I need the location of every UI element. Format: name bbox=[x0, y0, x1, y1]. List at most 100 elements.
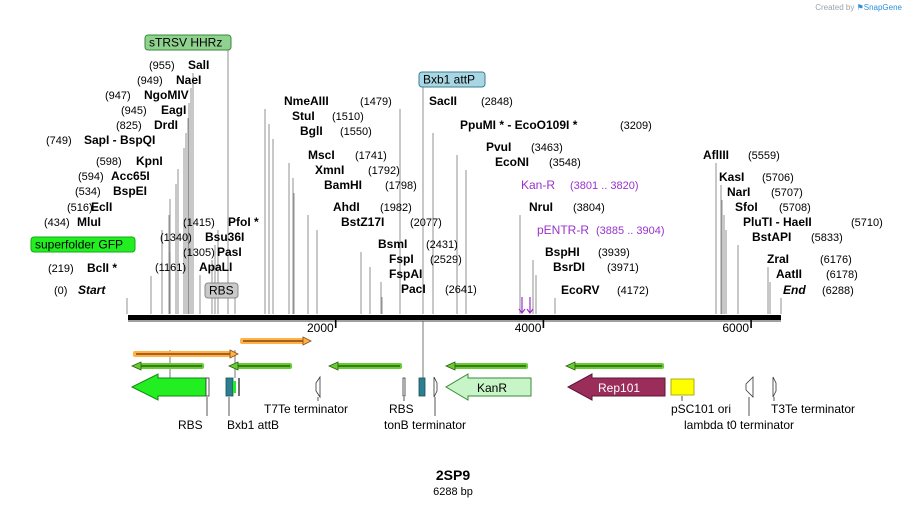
bottom-label-rbs-2: RBS bbox=[389, 402, 414, 416]
site-pos-bsu36i: (1340) bbox=[160, 232, 192, 244]
feature-t3te-terminator bbox=[772, 376, 777, 398]
site-pos-xmni: (1792) bbox=[368, 165, 400, 177]
bottom-label-bxb1-attb: Bxb1 attB bbox=[227, 418, 279, 432]
site-pos-ahdi: (1982) bbox=[380, 202, 412, 214]
backbone-line bbox=[128, 315, 781, 320]
site-pos-nmeaiii: (1479) bbox=[360, 96, 392, 108]
feature-lambda-t0-terminator bbox=[745, 376, 754, 398]
site-name-zrai: ZraI bbox=[767, 252, 789, 266]
site-pos-kpni: (598) bbox=[96, 156, 122, 168]
orf-arrow-1 bbox=[133, 349, 239, 359]
site-pos-mlui: (434) bbox=[44, 217, 70, 229]
site-pos-ecorv: (4172) bbox=[617, 285, 649, 297]
site-name-pasi: PasI bbox=[217, 245, 242, 259]
bottom-label-lambda-t0: lambda t0 terminator bbox=[684, 418, 794, 432]
bottom-label-t7te: T7Te terminator bbox=[264, 402, 348, 416]
snapgene-credit: Created by ⚑SnapGene bbox=[815, 3, 902, 12]
site-name-nmeaiii: NmeAIII bbox=[284, 94, 329, 108]
site-name-eagi: EagI bbox=[161, 103, 186, 117]
site-name-bsphi: BspHI bbox=[545, 245, 580, 259]
site-name-bsmi: BsmI bbox=[378, 237, 407, 251]
credit-brand: SnapGene bbox=[863, 3, 902, 12]
snapgene-logo-icon: ⚑ bbox=[856, 3, 864, 12]
site-name-bsrdi: BsrDI bbox=[553, 260, 585, 274]
orf-arrow-5 bbox=[328, 361, 402, 371]
site-name-fspi: FspI bbox=[389, 252, 414, 266]
primer-kanr-range: (3801 .. 3820) bbox=[570, 180, 639, 192]
orf-arrow-2 bbox=[240, 336, 312, 346]
primer-pentr-mark bbox=[526, 297, 534, 314]
site-pos-bspei: (534) bbox=[75, 186, 101, 198]
site-name-end: End bbox=[783, 283, 806, 297]
label-rbs-box: RBS bbox=[204, 282, 239, 299]
plasmid-length: 6288 bp bbox=[433, 486, 473, 498]
site-pos-kasi: (5706) bbox=[762, 172, 794, 184]
site-name-bspei: BspEI bbox=[113, 184, 147, 198]
site-pos-bcli: (219) bbox=[48, 263, 74, 275]
site-name-fspai: FspAI bbox=[389, 267, 422, 281]
site-name-nari: NarI bbox=[727, 185, 750, 199]
plasmid-name: 2SP9 bbox=[436, 467, 470, 483]
site-pos-paci: (2641) bbox=[445, 284, 477, 296]
feature-rbs-2 bbox=[402, 377, 406, 397]
site-pos-fspi: (2529) bbox=[430, 254, 462, 266]
svg-text:KanR: KanR bbox=[477, 381, 507, 395]
feature-leader-lines bbox=[206, 396, 775, 416]
site-pos-pfoi: (1415) bbox=[183, 217, 215, 229]
orf-arrow-4 bbox=[228, 361, 292, 371]
site-pos-start: (0) bbox=[54, 285, 67, 297]
svg-text:RBS: RBS bbox=[209, 284, 234, 298]
feature-tonb-terminator bbox=[433, 376, 438, 398]
orf-arrow-3 bbox=[131, 361, 204, 371]
site-name-xmni: XmnI bbox=[315, 163, 344, 177]
site-pos-ppumi-ecoo109i: (3209) bbox=[620, 120, 652, 132]
site-pos-sapi-bspqi: (749) bbox=[46, 135, 72, 147]
feature-attp-segment bbox=[418, 377, 426, 397]
primer-kanr-name: Kan-R bbox=[521, 178, 555, 192]
site-pos-bgli: (1550) bbox=[340, 126, 372, 138]
site-name-stui: StuI bbox=[292, 109, 315, 123]
site-name-mlui: MluI bbox=[77, 215, 101, 229]
site-pos-naei: (949) bbox=[137, 75, 163, 87]
site-name-msci: MscI bbox=[308, 148, 335, 162]
site-name-ecli: EclI bbox=[91, 200, 112, 214]
site-name-sali: SalI bbox=[188, 58, 209, 72]
site-name-econi: EcoNI bbox=[495, 155, 529, 169]
feature-rbs-1 bbox=[205, 377, 210, 397]
orf-arrow-6 bbox=[445, 361, 528, 371]
site-name-ahdi: AhdI bbox=[333, 200, 360, 214]
site-labels: Start(0)BclI *(219)MluI(434)EclI(516)Bsp… bbox=[44, 58, 883, 297]
feature-rep101: Rep101 bbox=[566, 373, 666, 401]
site-name-bstz17i: BstZ17I bbox=[341, 215, 384, 229]
axis-tick-label-2000: 2000 bbox=[307, 321, 334, 335]
site-pos-bstapi: (5833) bbox=[811, 232, 843, 244]
bottom-label-rbs-1: RBS bbox=[178, 418, 203, 432]
site-name-paci: PacI bbox=[401, 282, 426, 296]
site-pos-apali: (1161) bbox=[155, 262, 186, 274]
svg-text:superfolder GFP: superfolder GFP bbox=[35, 238, 123, 252]
feature-t7te-terminator bbox=[315, 375, 321, 399]
feature-bxb1-attb bbox=[225, 377, 234, 397]
site-name-nrui: NruI bbox=[529, 200, 553, 214]
label-strsv-hhrz: sTRSV HHRz bbox=[144, 34, 232, 51]
site-pos-afliii: (5559) bbox=[748, 150, 780, 162]
site-name-acc65i: Acc65I bbox=[111, 169, 150, 183]
site-name-sfoi: SfoI bbox=[735, 200, 758, 214]
svg-text:Bxb1 attP: Bxb1 attP bbox=[423, 73, 475, 87]
site-pos-ngomiv: (947) bbox=[105, 90, 131, 102]
axis-tick-label-4000: 4000 bbox=[515, 321, 542, 335]
site-pos-ecli: (516) bbox=[67, 202, 93, 214]
feature-bxb1-green-mark bbox=[233, 381, 236, 393]
site-pos-aatii: (6178) bbox=[826, 269, 858, 281]
site-pos-pluti-haeii: (5710) bbox=[851, 217, 883, 229]
bottom-label-psc101: pSC101 ori bbox=[671, 402, 731, 416]
site-name-pluti-haeii: PluTI - HaeII bbox=[743, 215, 812, 229]
site-name-bstapi: BstAPI bbox=[752, 230, 791, 244]
site-name-pvui: PvuI bbox=[486, 140, 511, 154]
site-pos-sali: (955) bbox=[149, 60, 175, 72]
site-name-ngomiv: NgoMIV bbox=[144, 88, 189, 102]
site-name-drdi: DrdI bbox=[154, 118, 178, 132]
site-pos-bsrdi: (3971) bbox=[607, 262, 639, 274]
site-pos-bstz17i: (2077) bbox=[410, 217, 442, 229]
site-pos-nari: (5707) bbox=[771, 187, 803, 199]
